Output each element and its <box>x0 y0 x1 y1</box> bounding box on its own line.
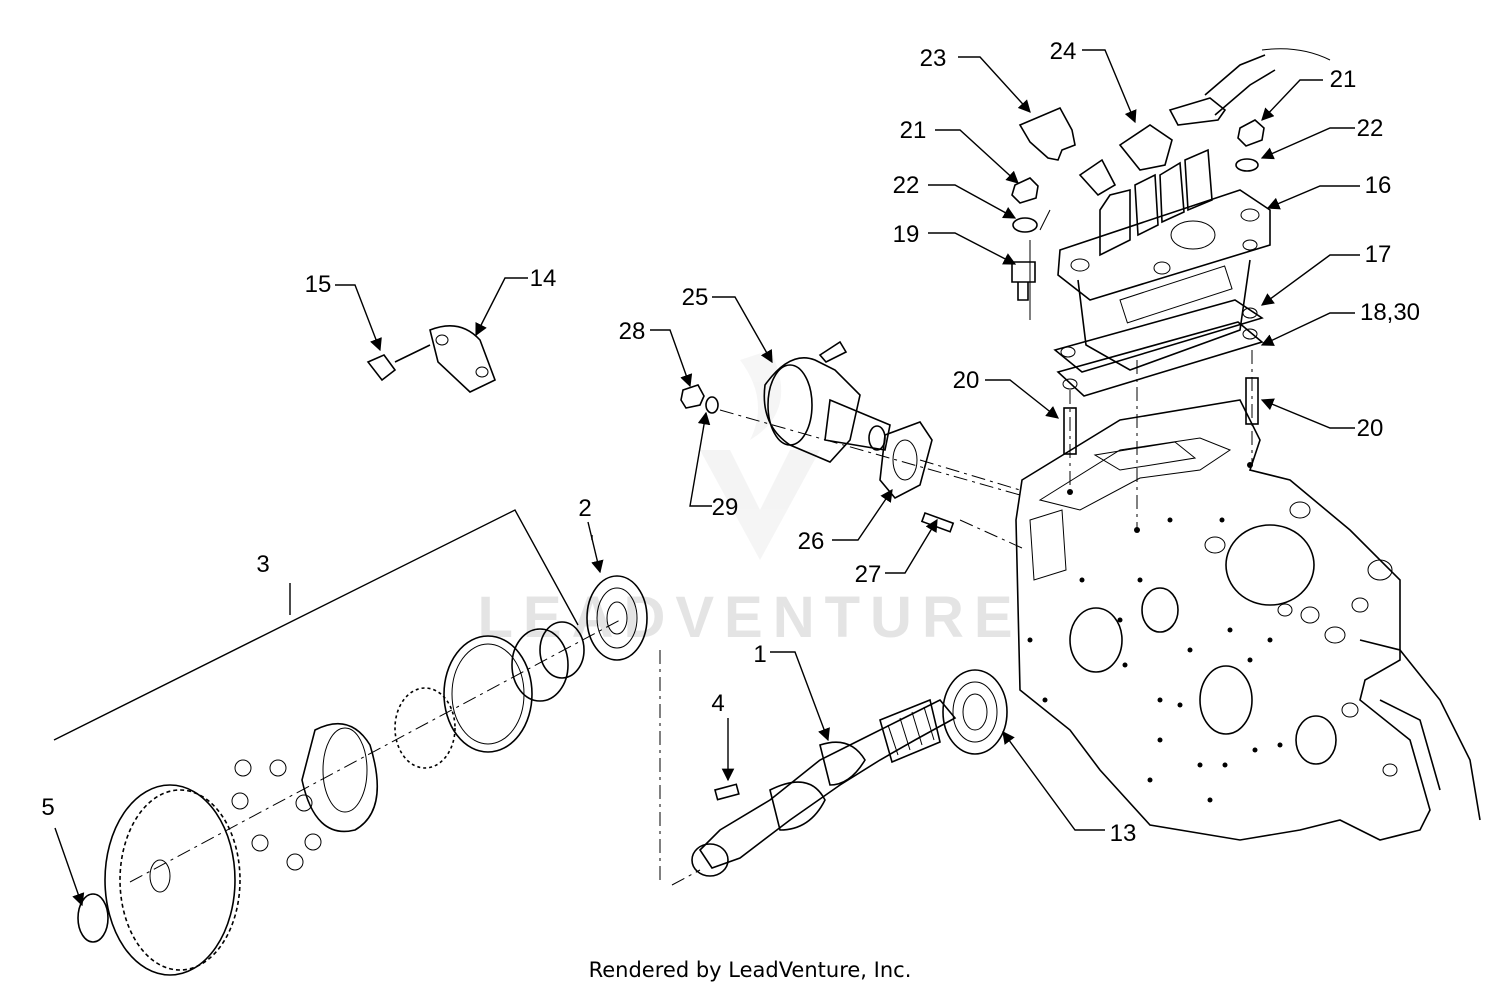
callout-leaders <box>53 49 1360 907</box>
callout-21-left: 21 <box>900 117 927 144</box>
stud-bolts <box>1063 350 1259 530</box>
callout-25: 25 <box>682 284 709 311</box>
callout-20-left: 20 <box>953 367 980 394</box>
callout-22-right: 22 <box>1357 115 1384 142</box>
callout-15: 15 <box>305 271 332 298</box>
fuel-fittings <box>1018 48 1331 197</box>
callout-13: 13 <box>1110 820 1137 847</box>
callout-2: 2 <box>578 495 591 522</box>
callout-3: 3 <box>256 551 269 578</box>
callout-20-right: 20 <box>1357 415 1384 442</box>
feed-pump <box>763 340 891 463</box>
gear-assembly <box>77 619 621 976</box>
callout-1: 1 <box>753 641 766 668</box>
callout-18-30: 18,30 <box>1360 299 1420 326</box>
callout-23: 23 <box>920 45 947 72</box>
callout-19: 19 <box>893 221 920 248</box>
block-bolt-holes <box>1027 462 1283 803</box>
injection-pump <box>1029 148 1271 371</box>
watermark-logo <box>700 350 820 560</box>
callout-27: 27 <box>855 561 882 588</box>
callout-21-right: 21 <box>1330 66 1357 93</box>
callout-16: 16 <box>1365 172 1392 199</box>
bearing-2 <box>586 575 648 661</box>
watermark-text: LEADVENTURE <box>477 585 1022 650</box>
callout-28: 28 <box>619 318 646 345</box>
engine-block <box>1015 399 1481 841</box>
footer-credit: Rendered by LeadVenture, Inc. <box>588 958 912 982</box>
bracket-14 <box>366 324 497 393</box>
feed-pump-gasket <box>879 421 955 533</box>
bearing-13 <box>942 669 1008 755</box>
pump-gaskets <box>1053 299 1264 397</box>
callout-4: 4 <box>711 690 724 717</box>
camshaft <box>691 698 957 877</box>
callout-labels: 1 2 3 4 5 13 14 15 16 17 18,30 19 20 20 … <box>41 38 1420 847</box>
callout-26: 26 <box>798 528 825 555</box>
gear-rollers <box>231 759 322 871</box>
callout-14: 14 <box>530 265 557 292</box>
callout-22-left: 22 <box>893 172 920 199</box>
callout-17: 17 <box>1365 241 1392 268</box>
nut-washer-28-29 <box>680 384 719 414</box>
callout-24: 24 <box>1050 38 1077 65</box>
nuts-washers <box>1011 119 1265 301</box>
callout-29: 29 <box>712 494 739 521</box>
callout-5: 5 <box>41 794 54 821</box>
